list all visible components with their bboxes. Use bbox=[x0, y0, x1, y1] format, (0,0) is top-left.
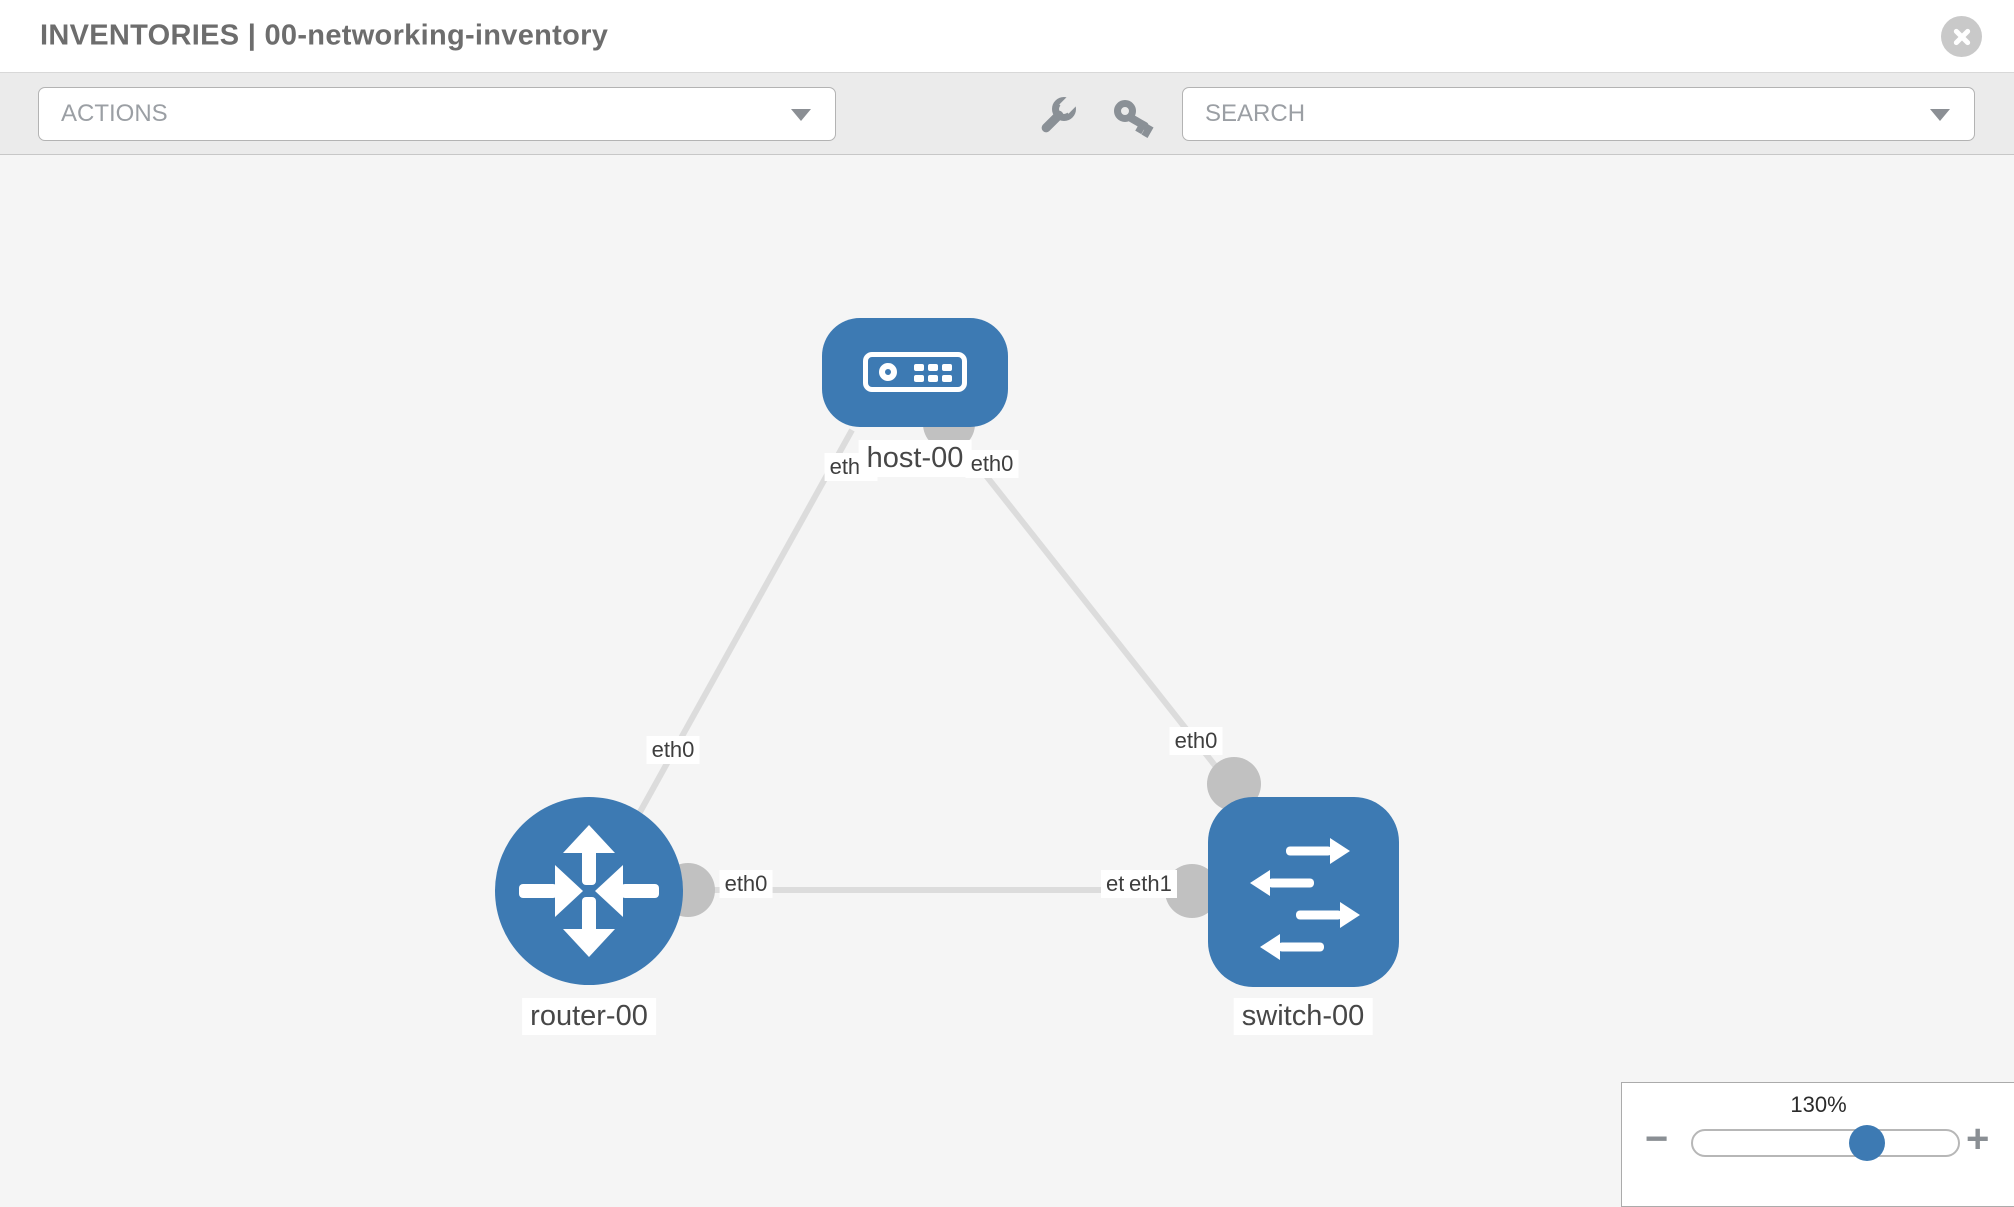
node-label-router-00: router-00 bbox=[522, 998, 656, 1035]
port-label-eth0: eth0 bbox=[646, 736, 700, 764]
zoom-slider[interactable] bbox=[1691, 1125, 1960, 1161]
port-label-eth0: eth0 bbox=[1169, 727, 1223, 755]
link-host-switch[interactable] bbox=[947, 428, 1231, 784]
zoom-panel: 130% − + bbox=[1621, 1082, 2014, 1207]
actions-dropdown[interactable]: ACTIONS bbox=[38, 87, 836, 141]
port-label-eth0: eth0 bbox=[965, 450, 1019, 478]
node-label-switch-00: switch-00 bbox=[1233, 998, 1373, 1035]
node-switch-00[interactable] bbox=[1208, 797, 1399, 987]
key-icon[interactable] bbox=[1112, 96, 1154, 138]
node-router-00[interactable] bbox=[495, 797, 683, 985]
router-icon bbox=[519, 825, 659, 957]
zoom-out-button[interactable]: − bbox=[1645, 1117, 1669, 1161]
node-host-00[interactable] bbox=[822, 318, 1008, 427]
switch-icon bbox=[1250, 838, 1360, 960]
zoom-level: 130% bbox=[1790, 1092, 1847, 1117]
interface-connector bbox=[1165, 864, 1219, 918]
toolbar-icons bbox=[1039, 73, 1154, 156]
topology-canvas[interactable] bbox=[0, 155, 2014, 1200]
actions-dropdown-label: ACTIONS bbox=[61, 100, 168, 127]
host-icon bbox=[863, 352, 967, 392]
page-title: INVENTORIES | 00-networking-inventory bbox=[40, 19, 609, 52]
chevron-down-icon bbox=[1930, 109, 1950, 121]
close-icon[interactable] bbox=[1941, 16, 1982, 57]
zoom-slider-handle[interactable] bbox=[1849, 1125, 1885, 1161]
port-label-eth1: eth1 bbox=[1124, 870, 1177, 898]
header-bar: INVENTORIES | 00-networking-inventory bbox=[0, 0, 2014, 72]
port-label-eth0: eth0 bbox=[719, 870, 773, 898]
search-dropdown-label: SEARCH bbox=[1205, 100, 1306, 127]
zoom-in-button[interactable]: + bbox=[1966, 1117, 1990, 1161]
node-label-host-00: host-00 bbox=[858, 440, 972, 477]
chevron-down-icon bbox=[791, 109, 811, 121]
toolbar: ACTIONS SEARCH bbox=[0, 72, 2014, 155]
search-dropdown[interactable]: SEARCH bbox=[1182, 87, 1975, 141]
wrench-icon[interactable] bbox=[1039, 94, 1078, 134]
